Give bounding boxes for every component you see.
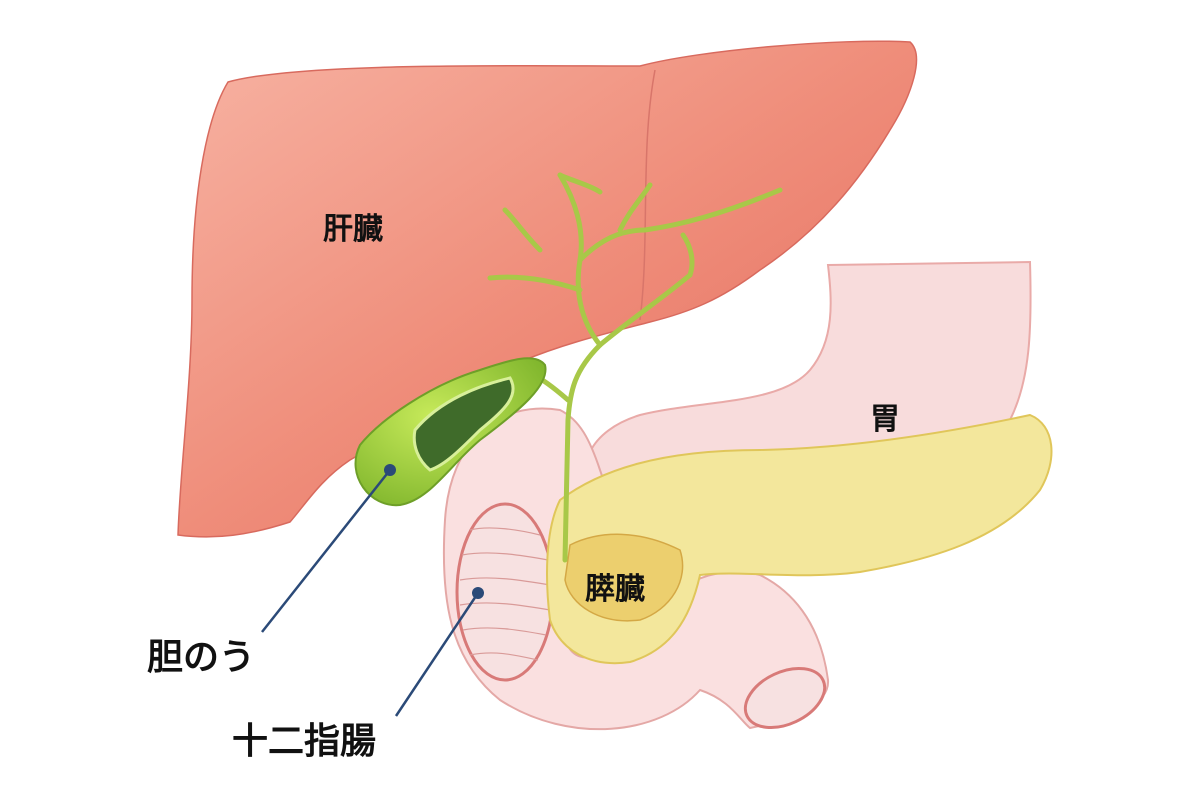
gallstones [412,376,515,472]
duodenum-marker [472,587,484,599]
pancreas [546,413,1053,665]
jejunum-cross-section [743,666,827,730]
gallbladder-leader-line [261,469,391,633]
gallbladder-marker [384,464,396,476]
label-duodenum: 十二指腸 [232,721,377,762]
pancreatic-head [564,533,684,622]
duodenum-leader-line [394,592,480,717]
label-stomach: 胃 [870,402,900,437]
label-liver: 肝臓 [323,212,383,247]
duodenum-folds [459,527,551,661]
label-gallbladder: 胆のう [147,637,256,678]
label-pancreas: 膵臓 [585,572,645,607]
